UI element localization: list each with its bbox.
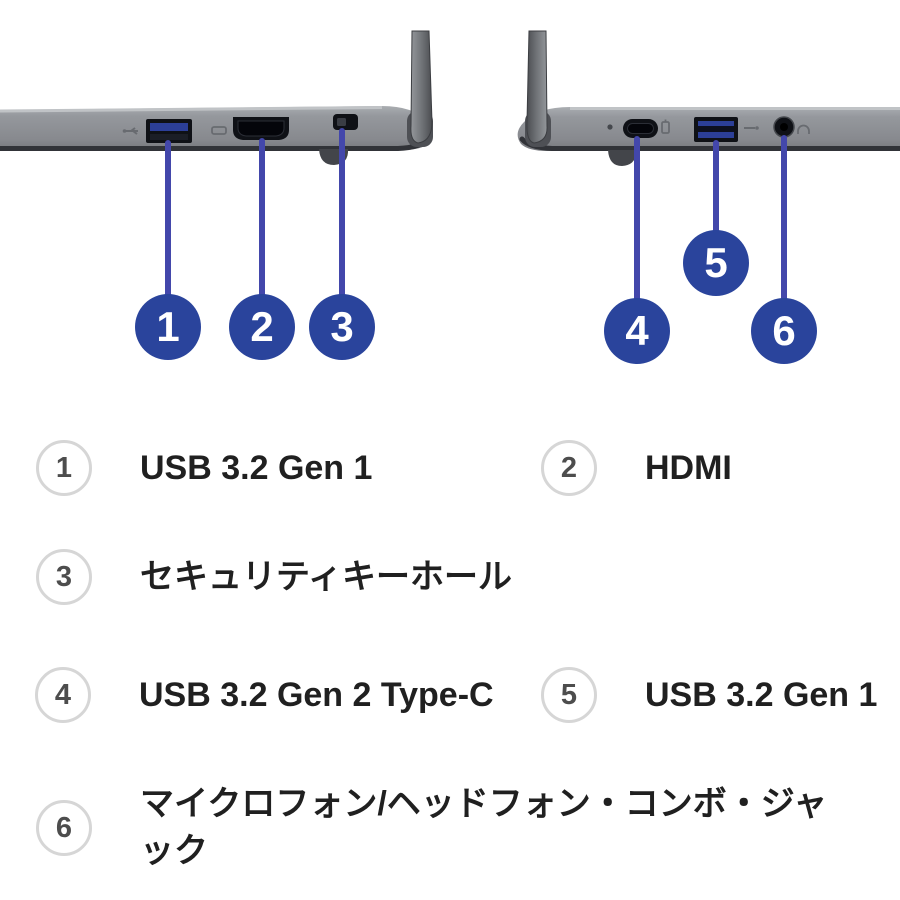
laptop-left-top-highlight (0, 106, 383, 113)
usb-c-port (623, 119, 658, 138)
callout-badge-6: 6 (751, 298, 817, 364)
rubber-foot (608, 150, 637, 166)
legend-number-circle-6: 6 (36, 800, 92, 856)
laptop-left-screen (410, 30, 433, 144)
hdmi-port (233, 117, 289, 140)
laptop-right-screen (526, 30, 548, 144)
legend-number-circle-2: 2 (541, 440, 597, 496)
charging-indicator-icon (661, 119, 670, 134)
callout-badge-2: 2 (229, 294, 295, 360)
usb-a-port-1 (146, 119, 192, 143)
legend-label-2: HDMI (645, 448, 732, 487)
headset-icon (797, 124, 810, 134)
callout-lines (165, 128, 787, 304)
legend-label-6: マイクロフォン/ヘッドフォン・コンボ・ジャック (140, 785, 828, 870)
callout-badge-1: 1 (135, 294, 201, 360)
laptop-left-illustration (0, 30, 433, 165)
legend-item-1: 1 USB 3.2 Gen 1 (36, 440, 372, 496)
usb-ss-icon (744, 126, 759, 130)
usb-symbol-icon (122, 127, 138, 135)
status-led (607, 124, 613, 130)
legend-label-4: USB 3.2 Gen 2 Type-C (139, 675, 494, 714)
callout-badge-5: 5 (683, 230, 749, 296)
legend-item-2: 2 HDMI (541, 440, 732, 496)
laptop-left-body (0, 106, 433, 151)
security-keyhole-slot (333, 114, 358, 130)
legend-item-6: 6 マイクロフォン/ヘッドフォン・コンボ・ジャック (36, 781, 850, 875)
laptop-right-illustration (517, 30, 900, 166)
legend-number-circle-3: 3 (36, 549, 92, 605)
legend-label-1: USB 3.2 Gen 1 (140, 448, 373, 487)
callout-badge-4: 4 (604, 298, 670, 364)
usb-a-port-5 (694, 117, 738, 142)
legend-item-5: 5 USB 3.2 Gen 1 (541, 667, 877, 723)
legend-item-4: 4 USB 3.2 Gen 2 Type-C (35, 667, 494, 723)
legend-item-3: 3 セキュリティキーホール (36, 549, 512, 605)
legend-number-circle-4: 4 (35, 667, 91, 723)
hdmi-label-icon (211, 126, 227, 135)
audio-jack-port (773, 116, 795, 138)
laptop-illustrations (0, 30, 900, 304)
callout-badge-3: 3 (309, 294, 375, 360)
legend-number-circle-1: 1 (36, 440, 92, 496)
legend-number-circle-5: 5 (541, 667, 597, 723)
legend-label-5: USB 3.2 Gen 1 (645, 675, 878, 714)
legend-label-3: セキュリティキーホール (140, 557, 512, 596)
